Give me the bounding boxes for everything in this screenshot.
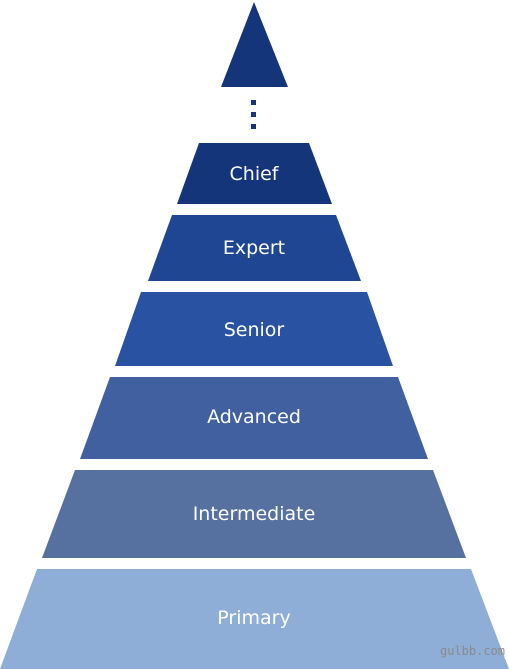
tier-advanced-label: Advanced bbox=[207, 406, 301, 428]
tier-expert-shape bbox=[148, 215, 361, 281]
tier-senior-label: Senior bbox=[224, 319, 285, 341]
tier-intermediate-shape bbox=[42, 470, 466, 558]
tier-senior: Senior bbox=[115, 292, 393, 366]
tier-senior-shape bbox=[115, 292, 393, 366]
tier-intermediate: Intermediate bbox=[42, 470, 466, 558]
tier-expert: Expert bbox=[148, 215, 361, 281]
tier-chief-shape bbox=[177, 143, 332, 204]
dotted-connector bbox=[251, 100, 256, 129]
tier-primary-shape bbox=[0, 569, 509, 669]
connector-dot bbox=[251, 112, 256, 117]
tier-primary: Primary bbox=[0, 569, 509, 669]
tier-intermediate-label: Intermediate bbox=[193, 503, 316, 525]
watermark: gulbb.com bbox=[440, 644, 505, 658]
connector-dot bbox=[251, 100, 256, 105]
tier-advanced-shape bbox=[80, 377, 428, 459]
tier-expert-label: Expert bbox=[223, 237, 285, 259]
tier-chief: Chief bbox=[177, 143, 332, 204]
tier-advanced: Advanced bbox=[80, 377, 428, 459]
connector-dot bbox=[251, 124, 256, 129]
tier-chief-label: Chief bbox=[230, 163, 280, 185]
tier-primary-label: Primary bbox=[217, 607, 290, 629]
apex-triangle bbox=[221, 2, 288, 87]
